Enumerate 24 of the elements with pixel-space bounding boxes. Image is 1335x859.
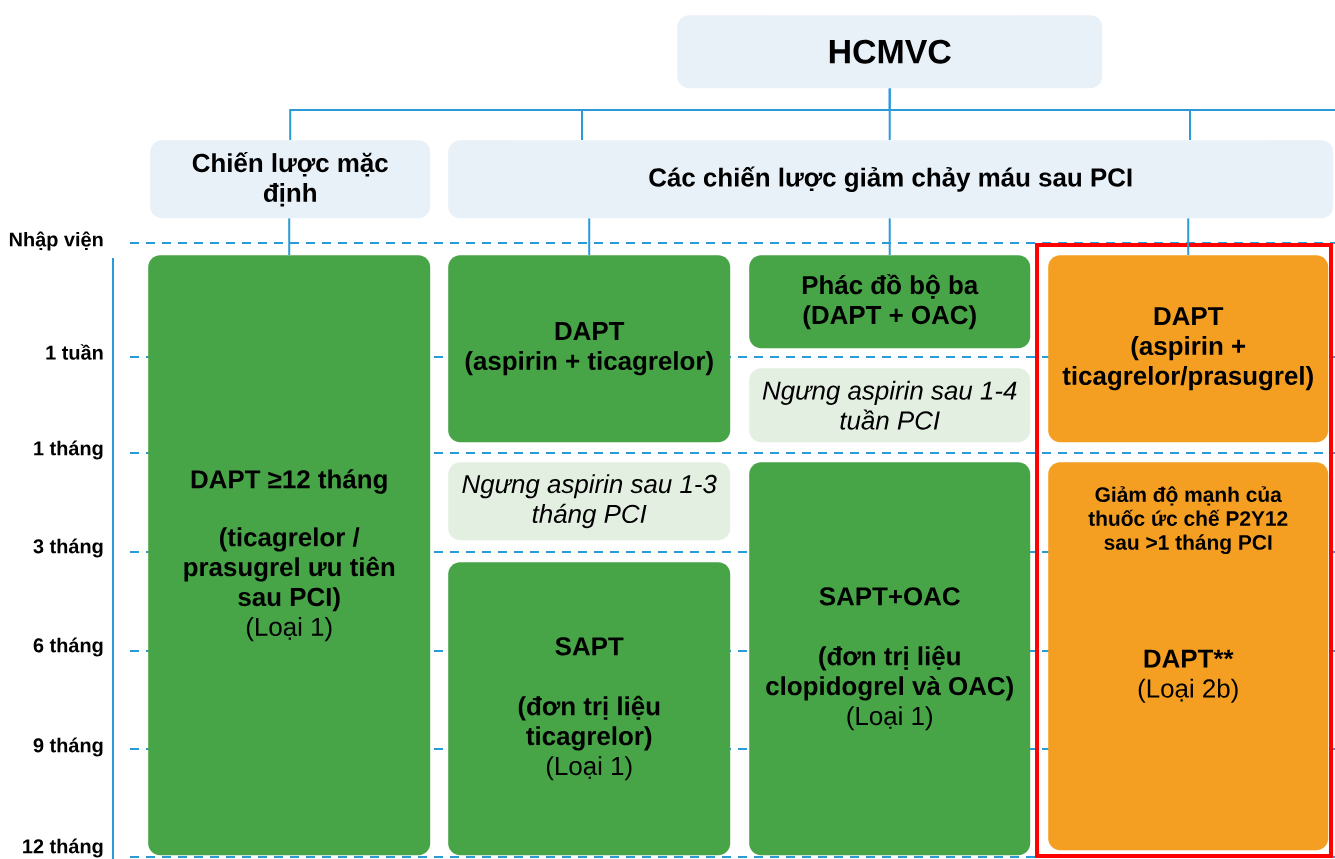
connector-line xyxy=(1187,217,1190,256)
header-box: Chiến lược mặc định xyxy=(150,140,431,219)
time-label: 3 tháng xyxy=(33,538,103,558)
connector-line xyxy=(888,217,891,256)
treatment-box: Phác đồ bộ ba (DAPT + OAC) xyxy=(749,255,1031,349)
treatment-box: SAPT+OAC (đơn trị liệu clopidogrel và OAC) (Loại 1) xyxy=(749,462,1031,856)
time-label: 12 tháng xyxy=(23,838,103,858)
note-box: Ngưng aspirin sau 1-3 tháng PCI xyxy=(448,462,731,541)
time-label: 1 tuần xyxy=(46,344,103,360)
header-box: Các chiến lược giảm chảy máu sau PCI xyxy=(448,140,1334,219)
connector-line xyxy=(588,217,591,256)
time-label: 1 tháng xyxy=(34,440,103,460)
time-label: 9 tháng xyxy=(33,737,103,757)
header-box: HCMVC xyxy=(677,15,1103,89)
time-label: Nhập viện xyxy=(9,231,103,251)
connector-line xyxy=(288,217,291,256)
treatment-box: DAPT (aspirin + ticagrelor/prasugrel) xyxy=(1048,255,1329,443)
treatment-box: DAPT ≥12 tháng (ticagrelor / prasugrel ưu tiên sau PCI) (Loại 1) xyxy=(148,255,431,856)
time-label: 6 tháng xyxy=(33,637,103,657)
treatment-box: DAPT (aspirin + ticagrelor) xyxy=(448,255,731,443)
treatment-box: SAPT (đơn trị liệu ticagrelor) (Loại 1) xyxy=(448,562,731,856)
connector-line xyxy=(581,87,1335,141)
treatment-box: Giảm độ mạnh của thuốc ức chế P2Y12 sau >1 tháng PCI DAPT** (Loại 2b) xyxy=(1048,462,1329,851)
note-box: Ngưng aspirin sau 1-4 tuần PCI xyxy=(749,368,1031,443)
